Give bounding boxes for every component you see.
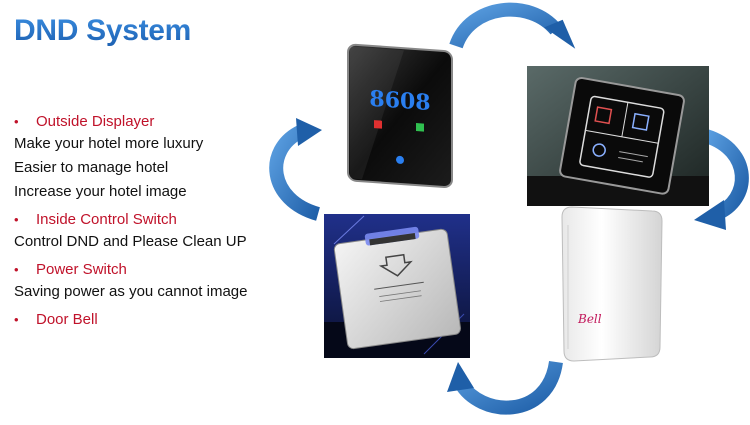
- bullet-icon: •: [14, 262, 19, 277]
- arrow-bottom-icon: [447, 360, 563, 415]
- list-heading: Inside Control Switch: [36, 211, 177, 228]
- bell-label: Bell: [577, 312, 602, 326]
- list-heading: Power Switch: [36, 261, 127, 278]
- outside-displayer-image: 8608: [344, 42, 456, 192]
- inside-control-switch-image: [527, 66, 709, 206]
- list-heading: Door Bell: [36, 311, 98, 328]
- list-item-outside-displayer: • Outside Displayer Make your hotel more …: [14, 112, 314, 204]
- list-item-inside-control-switch: • Inside Control Switch Control DND and P…: [14, 210, 314, 254]
- list-heading: Outside Displayer: [36, 113, 155, 130]
- list-item-door-bell: • Door Bell: [14, 310, 314, 330]
- feature-list: • Outside Displayer Make your hotel more …: [14, 112, 314, 336]
- bullet-icon: •: [14, 212, 19, 227]
- list-line: Increase your hotel image: [14, 183, 187, 200]
- arrow-top-icon: [449, 2, 576, 49]
- arrow-right-icon: [694, 129, 749, 230]
- page-title: DND System: [14, 14, 192, 47]
- power-switch-image: [324, 214, 470, 358]
- arrow-left-icon: [269, 118, 322, 221]
- list-line: Easier to manage hotel: [14, 159, 169, 176]
- door-bell-image: Bell: [556, 205, 668, 365]
- displayer-number: 8608: [369, 86, 430, 116]
- list-line: Control DND and Please Clean UP: [14, 233, 247, 250]
- list-line: Saving power as you cannot image: [14, 283, 248, 300]
- bullet-icon: •: [14, 312, 19, 327]
- bullet-icon: •: [14, 114, 19, 129]
- list-line: Make your hotel more luxury: [14, 135, 204, 152]
- list-item-power-switch: • Power Switch Saving power as you cannot…: [14, 260, 314, 304]
